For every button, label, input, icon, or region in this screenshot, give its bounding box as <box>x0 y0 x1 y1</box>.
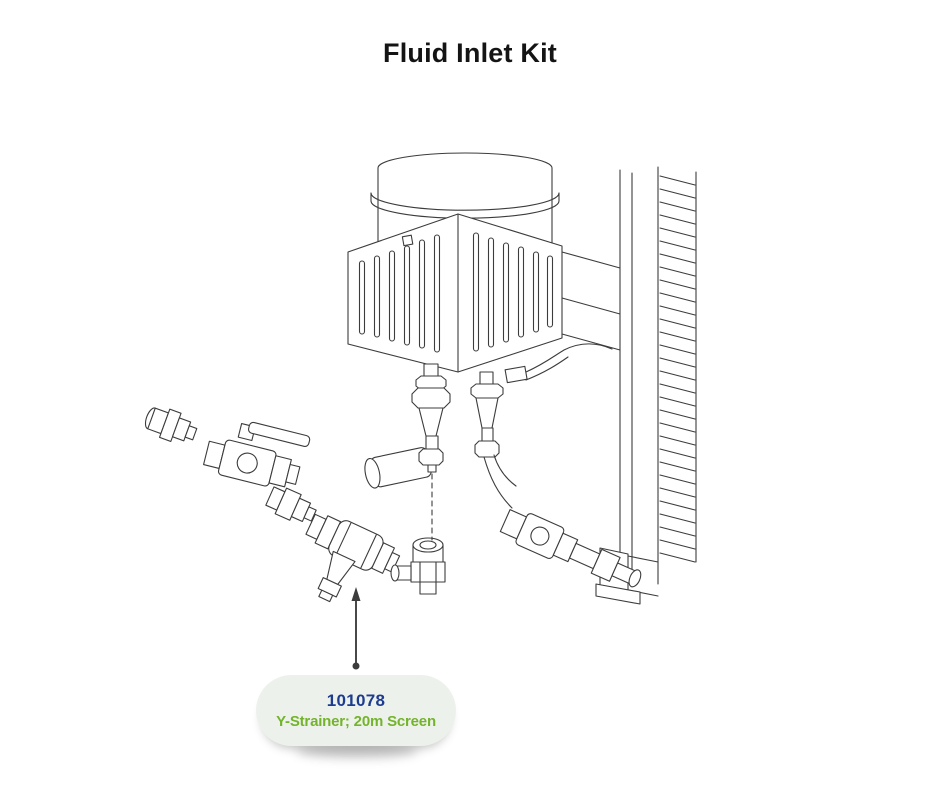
inlet-pipe <box>364 447 432 489</box>
coupling-nipple <box>265 486 317 523</box>
page-title: Fluid Inlet Kit <box>383 38 557 69</box>
outlet-valve-assembly <box>499 509 642 588</box>
mounting-frame <box>595 166 697 605</box>
part-description: Y-Strainer; 20m Screen <box>276 713 436 730</box>
part-callout: 101078 Y-Strainer; 20m Screen <box>256 675 456 746</box>
inlet-swivel-fitting <box>144 407 198 442</box>
check-valve-left <box>411 363 451 473</box>
pump-housing <box>347 213 621 373</box>
y-strainer <box>305 513 401 603</box>
callout-arrow <box>351 587 361 670</box>
check-valve-right <box>470 371 517 509</box>
part-number: 101078 <box>326 691 386 710</box>
callout-shadow <box>296 744 418 758</box>
elbow-fitting <box>390 537 446 595</box>
drain-hose <box>504 343 613 384</box>
inlet-ball-valve <box>203 421 311 488</box>
